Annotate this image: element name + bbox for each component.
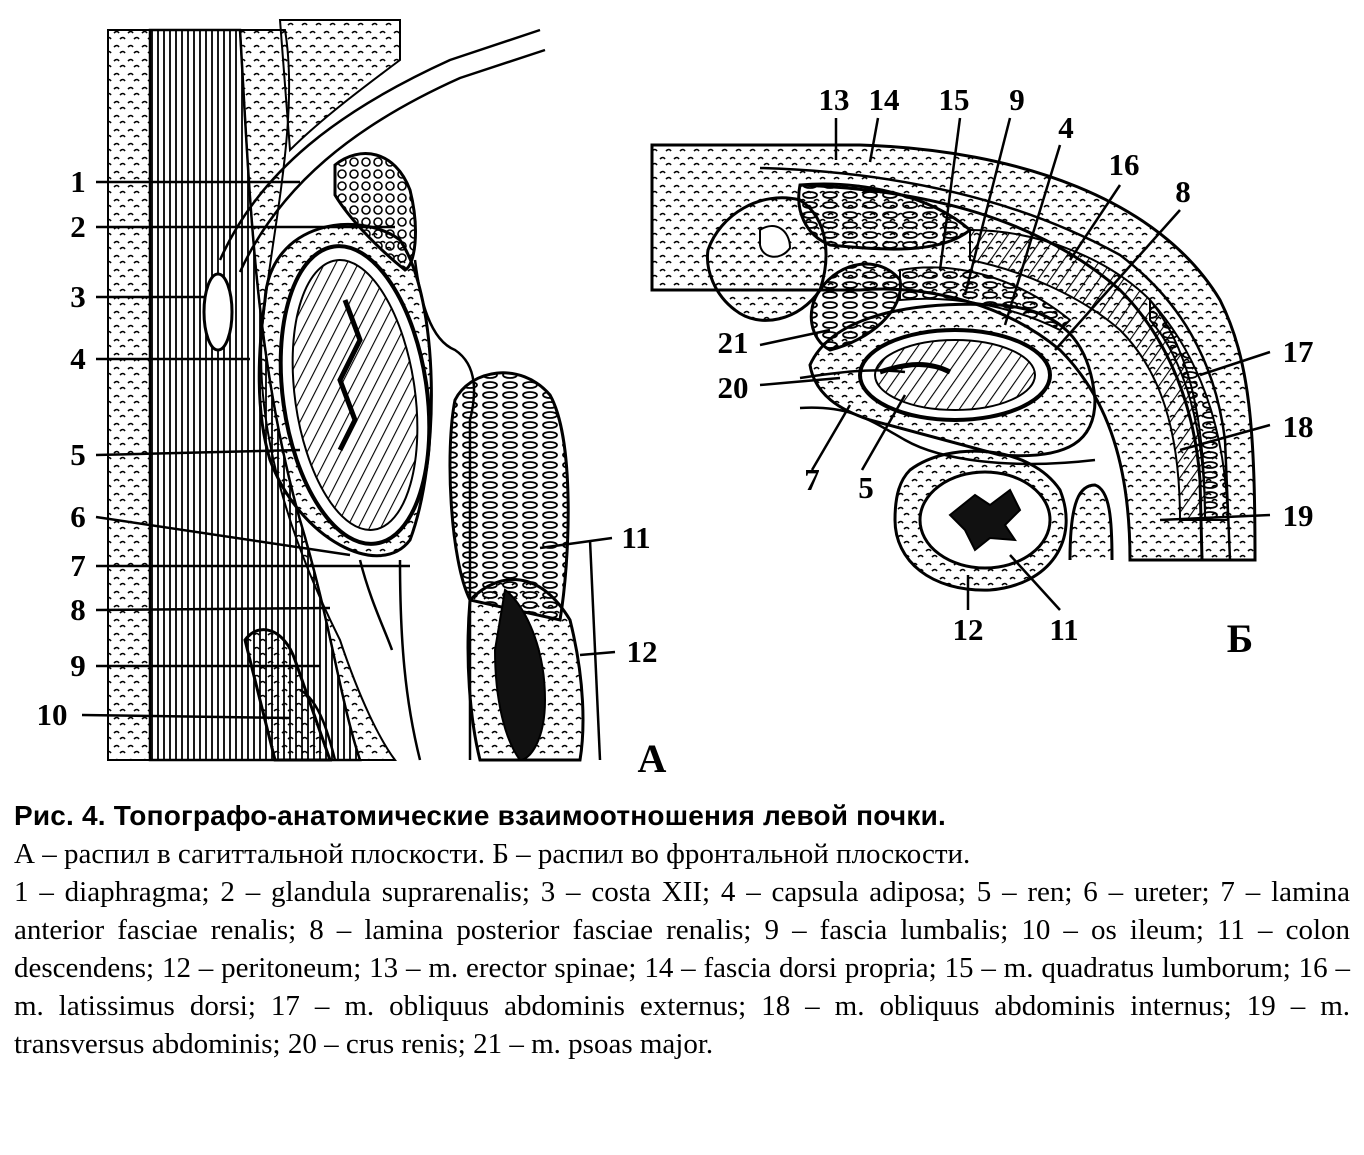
label-a-3: 3 <box>70 279 86 314</box>
panel-b-letter: Б <box>1227 616 1253 661</box>
label-a-5: 5 <box>70 437 86 472</box>
label-a-1: 1 <box>70 164 86 199</box>
label-b-14: 14 <box>869 82 900 117</box>
label-b-13: 13 <box>819 82 850 117</box>
label-b-9: 9 <box>1009 82 1025 117</box>
figure-caption: Рис. 4. Топографо-анатомические взаимоот… <box>14 796 1350 1063</box>
label-b-15: 15 <box>939 82 970 117</box>
label-b-18: 18 <box>1283 409 1314 444</box>
caption-legend: 1 – diaphragma; 2 – glandula suprarenali… <box>14 876 1350 1060</box>
panel-b-drawing <box>650 117 1271 611</box>
label-a-7: 7 <box>70 548 86 583</box>
panel-a-letter: А <box>638 736 667 781</box>
label-a-6: 6 <box>70 499 86 534</box>
label-a-4: 4 <box>70 341 86 376</box>
anatomy-figure: 1 2 3 4 5 6 7 8 9 10 11 12 А <box>37 19 1314 781</box>
label-b-12: 12 <box>953 612 984 647</box>
caption-title: Рис. 4. Топографо-анатомические взаимоот… <box>14 800 946 831</box>
label-b-4: 4 <box>1058 110 1074 145</box>
label-a-9: 9 <box>70 648 86 683</box>
label-b-19: 19 <box>1283 498 1314 533</box>
label-a-2: 2 <box>70 209 86 244</box>
label-a-10: 10 <box>37 697 68 732</box>
label-b-7: 7 <box>804 462 820 497</box>
label-b-17: 17 <box>1283 334 1314 369</box>
label-b-21: 21 <box>718 325 749 360</box>
label-b-16: 16 <box>1109 147 1140 182</box>
label-a-11: 11 <box>621 520 650 555</box>
caption-subtitle: А – распил в сагиттальной плоскости. Б –… <box>14 838 971 870</box>
label-a-8: 8 <box>70 592 86 627</box>
label-b-5: 5 <box>858 470 874 505</box>
label-b-20: 20 <box>718 370 749 405</box>
label-b-8: 8 <box>1175 174 1191 209</box>
label-a-12: 12 <box>627 634 658 669</box>
panel-a-drawing <box>81 19 616 762</box>
label-b-11: 11 <box>1049 612 1078 647</box>
